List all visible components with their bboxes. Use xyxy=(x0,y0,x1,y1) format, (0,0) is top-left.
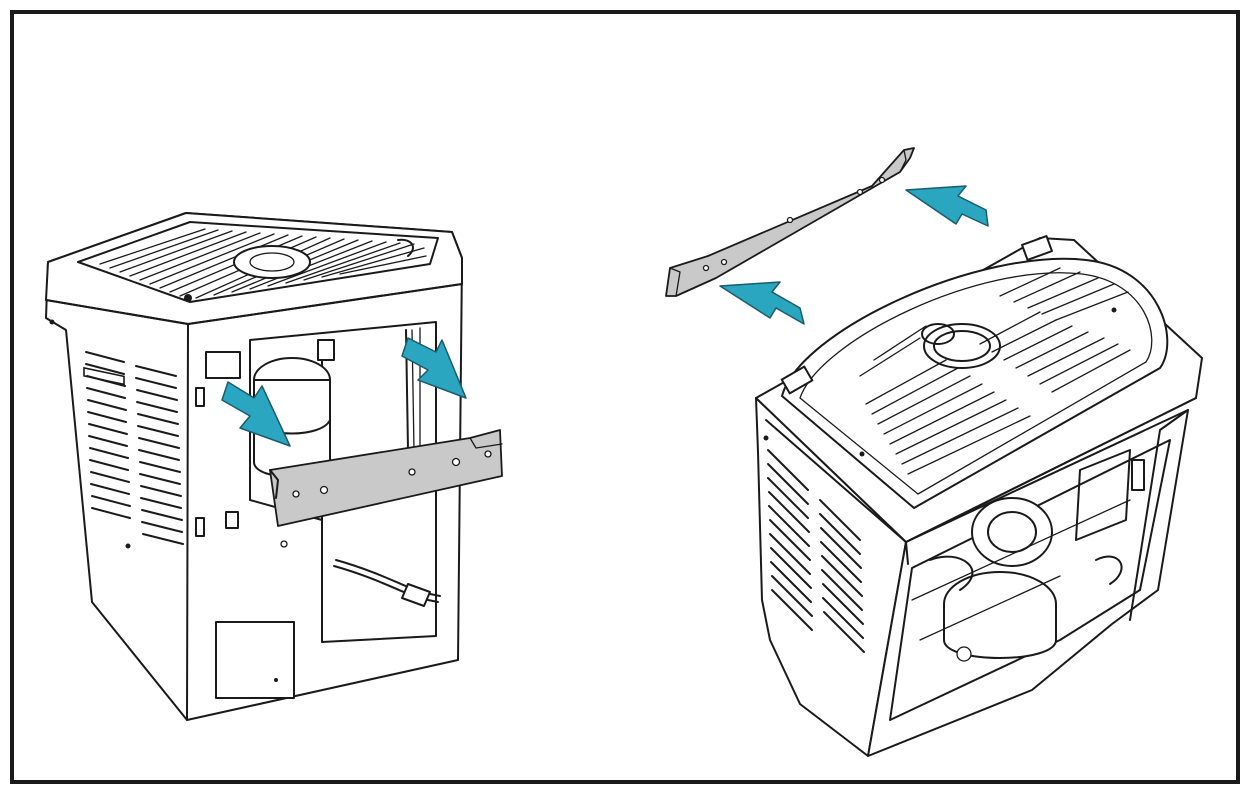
unit-rear-view xyxy=(45,212,503,721)
unit-top-view xyxy=(755,235,1203,757)
install-arrow-right-2 xyxy=(905,185,989,227)
bracket-left xyxy=(269,429,503,527)
lid-slots xyxy=(859,267,1131,475)
removal-arrow-left-1 xyxy=(221,381,291,447)
removal-arrow-left-2 xyxy=(401,337,467,399)
install-arrow-right-1 xyxy=(719,281,805,325)
internal-components xyxy=(889,439,1171,721)
bracket-right xyxy=(665,147,915,297)
